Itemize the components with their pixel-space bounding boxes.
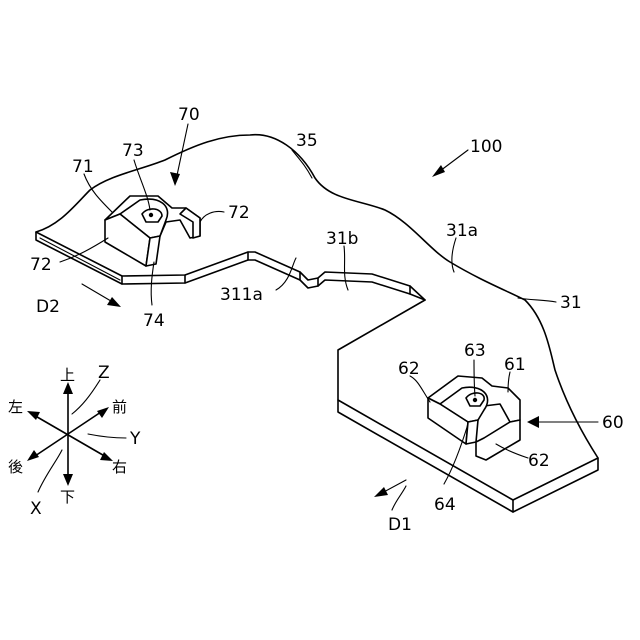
label-72-left: 72 — [30, 255, 52, 275]
label-71: 71 — [72, 157, 94, 177]
axis-label-down: 下 — [60, 488, 75, 506]
label-63: 63 — [464, 341, 486, 361]
label-73: 73 — [122, 141, 144, 161]
axis-label-y: Y — [129, 429, 141, 449]
axis-label-up: 上 — [60, 366, 75, 384]
label-61: 61 — [504, 355, 526, 375]
label-311a: 311a — [220, 285, 263, 305]
label-d2: D2 — [36, 297, 60, 317]
label-35: 35 — [296, 131, 318, 151]
label-62-left: 62 — [398, 359, 420, 379]
axis-labels: 上 下 左 右 前 後 Z Y X — [8, 363, 141, 519]
plate-body — [36, 135, 598, 512]
label-d1: D1 — [388, 515, 412, 535]
label-31a: 31a — [446, 221, 478, 241]
label-62-right: 62 — [528, 451, 550, 471]
bracket-70 — [105, 196, 200, 266]
axis-label-left: 左 — [8, 398, 23, 416]
label-31b: 31b — [326, 229, 358, 249]
label-31: 31 — [560, 293, 582, 313]
axis-label-right: 右 — [112, 458, 127, 476]
axis-label-x: X — [30, 499, 42, 519]
axis-label-front: 前 — [112, 398, 127, 416]
label-72-right: 72 — [228, 203, 250, 223]
label-74: 74 — [143, 311, 165, 331]
label-70: 70 — [178, 105, 200, 125]
axis-label-z: Z — [98, 363, 110, 383]
axis-label-back: 後 — [8, 458, 23, 476]
direction-arrows — [82, 284, 406, 510]
label-60: 60 — [602, 413, 624, 433]
label-100: 100 — [470, 137, 502, 157]
label-64: 64 — [434, 495, 456, 515]
